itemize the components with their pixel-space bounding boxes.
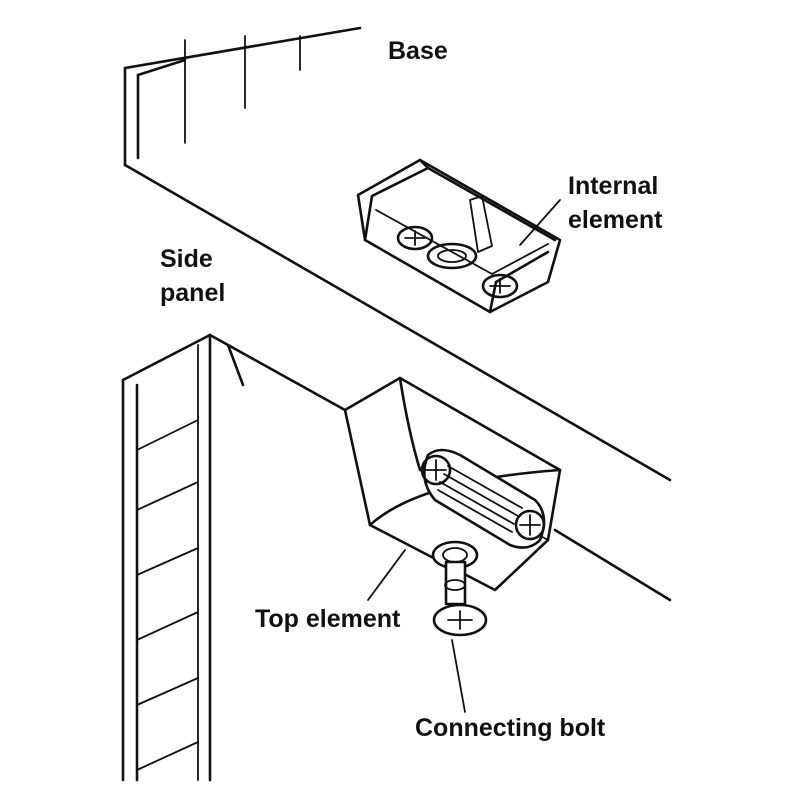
base-label: Base (388, 37, 448, 65)
side-panel-label-line2: panel (160, 279, 226, 307)
connecting-bolt-label: Connecting bolt (415, 714, 606, 742)
screw-icon (420, 454, 452, 486)
side-panel (121, 333, 672, 782)
internal-element-label-line2: element (568, 206, 663, 234)
connecting-bolt-leader (451, 639, 466, 713)
top-element (343, 376, 562, 592)
internal-element-leader (519, 199, 561, 246)
top-element-leader (367, 549, 406, 601)
leader-lines (367, 199, 561, 713)
screw-icon (481, 273, 519, 299)
top-element-label: Top element (255, 605, 401, 633)
internal-element (356, 158, 562, 314)
base-panel (123, 26, 672, 482)
internal-element-label-line1: Internal (568, 172, 659, 200)
screw-icon (514, 509, 546, 541)
connecting-bolt (431, 540, 488, 637)
screw-icon (396, 225, 434, 251)
side-panel-label-line1: Side (160, 245, 213, 273)
